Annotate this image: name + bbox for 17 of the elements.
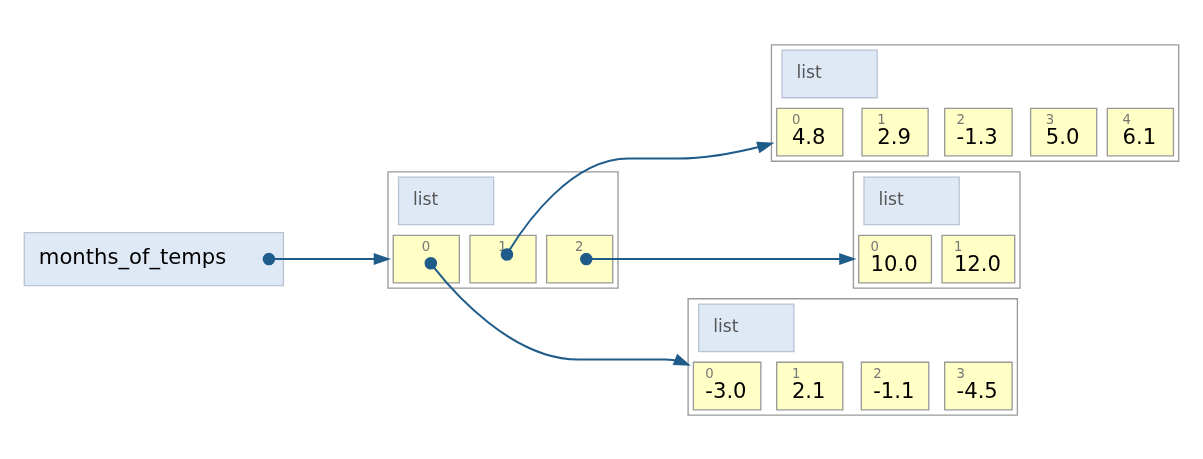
arrow <box>262 252 391 265</box>
node-box: 3 5.0 <box>1029 107 1098 157</box>
node-box: 1 12.0 <box>941 234 1016 284</box>
arrow <box>500 141 775 261</box>
node-box: 0 <box>392 234 460 284</box>
node-box: 2 -1.3 <box>944 107 1013 157</box>
node-box: 2 -1.1 <box>860 361 930 410</box>
node-box: 1 2.1 <box>776 361 844 410</box>
node-box: 0 4.8 <box>776 107 844 157</box>
node-box: 4 6.1 <box>1106 107 1175 157</box>
node-box: 3 -4.5 <box>944 361 1013 410</box>
node-box: 0 -3.0 <box>692 361 762 410</box>
arrow <box>424 256 691 366</box>
node-box: 1 2.9 <box>861 107 929 157</box>
arrow <box>580 252 857 265</box>
node-box: 0 10.0 <box>858 234 933 284</box>
node-box: 2 <box>545 234 614 284</box>
